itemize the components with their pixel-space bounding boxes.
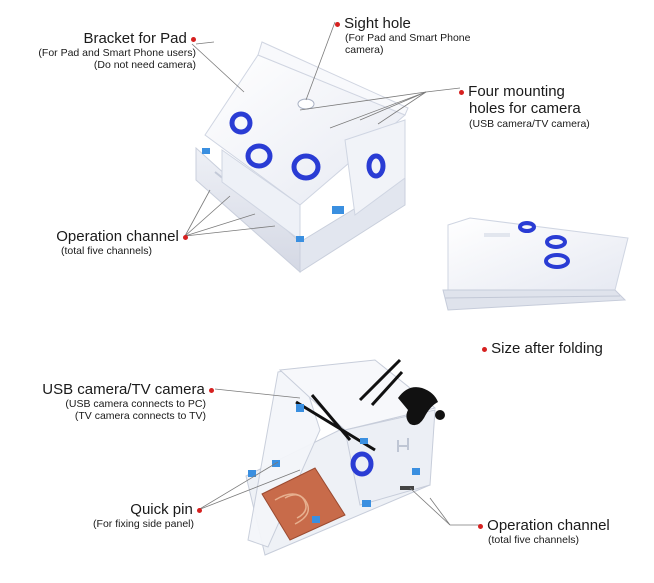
label-sight-sub-2: camera) <box>345 44 384 57</box>
red-dot-icon <box>209 387 214 393</box>
label-usb-title: USB camera/TV camera <box>42 381 205 398</box>
red-dot-icon <box>459 89 464 95</box>
label-sight-sub-1: (For Pad and Smart Phone <box>345 32 471 45</box>
label-usb-sub-1: (USB camera connects to PC) <box>65 398 206 411</box>
red-dot-icon <box>183 234 188 240</box>
folded-unit-photo <box>442 217 629 311</box>
red-dot-icon <box>197 507 202 513</box>
label-size-title: Size after folding <box>491 340 603 357</box>
red-dot-icon <box>191 36 196 42</box>
red-dot-icon <box>335 21 340 27</box>
label-mounting-title-1: Four mounting <box>468 83 565 100</box>
label-mounting-title-2: holes for camera <box>469 100 581 118</box>
label-op-top-sub: (total five channels) <box>60 245 152 258</box>
label-quick-pin: Quick pin (For fixing side panel) <box>6 501 202 530</box>
red-dot-icon <box>482 346 487 352</box>
red-dot-icon <box>478 523 483 529</box>
label-sight-hole: Sight hole (For Pad and Smart Phone came… <box>335 15 470 56</box>
leader-lines <box>184 21 482 526</box>
label-bracket-sub-1: (For Pad and Smart Phone users) <box>38 47 196 60</box>
trainer-box-photo <box>195 41 409 274</box>
assembled-trainer-photo <box>245 358 445 556</box>
label-pin-title: Quick pin <box>130 501 193 518</box>
label-op-bottom-sub: (total five channels) <box>488 534 580 547</box>
label-bracket-title: Bracket for Pad <box>83 30 187 47</box>
label-bracket-sub-2: (Do not need camera) <box>93 59 196 72</box>
label-mounting-holes: Four mounting holes for camera (USB came… <box>459 83 590 130</box>
label-pin-sub: (For fixing side panel) <box>93 518 194 531</box>
label-operation-channel-top: Operation channel (total five channels) <box>6 228 188 257</box>
label-size-after-folding: Size after folding <box>482 340 603 357</box>
label-operation-channel-bottom: Operation channel (total five channels) <box>478 517 610 546</box>
label-sight-title: Sight hole <box>344 15 411 32</box>
label-op-top-title: Operation channel <box>56 228 179 245</box>
label-usb-camera: USB camera/TV camera (USB camera connect… <box>6 381 214 422</box>
label-mounting-sub: (USB camera/TV camera) <box>469 117 590 130</box>
label-op-bottom-title: Operation channel <box>487 517 610 534</box>
label-bracket-for-pad: Bracket for Pad (For Pad and Smart Phone… <box>6 30 196 71</box>
label-usb-sub-2: (TV camera connects to TV) <box>74 410 206 423</box>
